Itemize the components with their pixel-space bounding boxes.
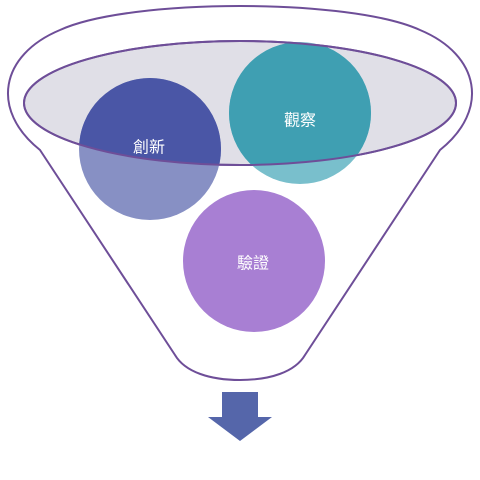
funnel-rim-outline — [23, 40, 457, 166]
circle-2-label: 觀察 — [284, 111, 316, 130]
circle-3 — [183, 190, 325, 332]
circle-1 — [79, 78, 221, 165]
circle-1-label: 創新 — [133, 138, 165, 157]
down-arrow-icon — [208, 392, 272, 441]
circle-2 — [229, 42, 371, 165]
circle-3-label: 驗證 — [237, 254, 269, 273]
